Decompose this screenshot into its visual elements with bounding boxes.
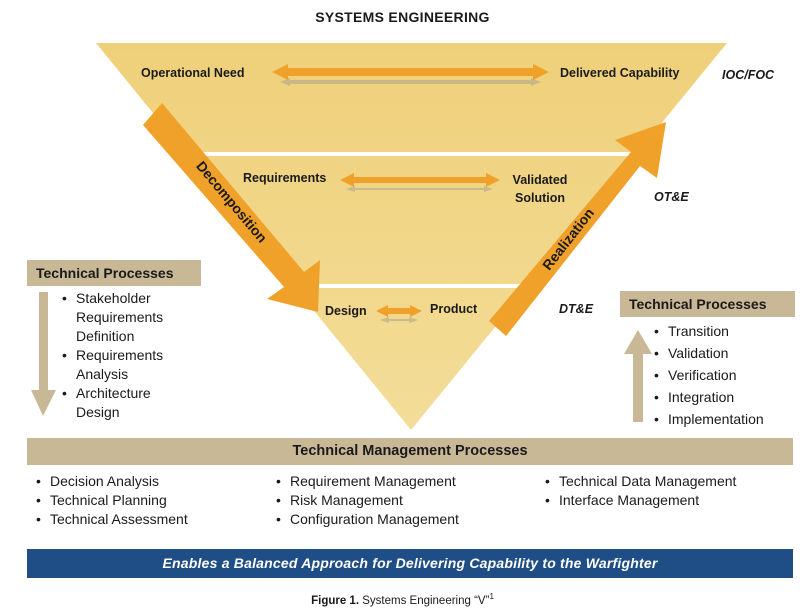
list-item: Risk Management — [276, 491, 516, 510]
right-technical-processes-list: Transition Validation Verification Integ… — [654, 320, 794, 430]
dte-label: DT&E — [559, 302, 594, 316]
figure-caption: Figure 1. Systems Engineering “V”1 — [0, 592, 805, 607]
ote-label: OT&E — [654, 190, 689, 204]
list-item: Stakeholder Requirements Definition — [62, 289, 192, 346]
list-item: Configuration Management — [276, 510, 516, 529]
ioc-foc-label: IOC/FOC — [722, 68, 775, 82]
double-arrow-level-1 — [272, 64, 549, 86]
list-item: Requirements Analysis — [62, 346, 192, 384]
requirements-label: Requirements — [243, 171, 327, 185]
list-item: Technical Planning — [36, 491, 256, 510]
left-technical-processes-list: Stakeholder Requirements Definition Requ… — [62, 289, 192, 422]
management-column-2: Requirement Management Risk Management C… — [276, 472, 516, 529]
list-item: Requirement Management — [276, 472, 516, 491]
list-item: Transition — [654, 320, 794, 342]
list-item: Integration — [654, 386, 794, 408]
list-item: Interface Management — [545, 491, 785, 510]
figure-label: Figure 1. — [311, 594, 360, 607]
figure-footnote-marker: 1 — [489, 592, 494, 601]
decomposition-arrow — [143, 103, 320, 312]
list-item: Validation — [654, 342, 794, 364]
product-label: Product — [430, 302, 478, 316]
diagram-title: SYSTEMS ENGINEERING — [315, 9, 490, 25]
list-item: Decision Analysis — [36, 472, 256, 491]
balanced-approach-banner: Enables a Balanced Approach for Deliveri… — [27, 549, 793, 578]
management-column-3: Technical Data Management Interface Mana… — [545, 472, 785, 510]
v-triangle — [96, 43, 727, 430]
list-item: Technical Assessment — [36, 510, 256, 529]
down-process-arrow — [31, 292, 56, 416]
list-item: Technical Data Management — [545, 472, 785, 491]
right-technical-processes-heading: Technical Processes — [620, 291, 795, 317]
technical-management-heading: Technical Management Processes — [27, 438, 793, 465]
double-arrow-level-3 — [376, 305, 422, 323]
design-label: Design — [325, 304, 367, 318]
list-item: Architecture Design — [62, 384, 192, 422]
double-arrow-level-2 — [340, 173, 500, 192]
operational-need-label: Operational Need — [141, 66, 245, 80]
list-item: Implementation — [654, 408, 794, 430]
realization-arrow — [489, 122, 666, 336]
list-item: Verification — [654, 364, 794, 386]
figure-caption-text: Systems Engineering “V” — [362, 594, 490, 607]
systems-engineering-v-diagram: Decomposition Realization — [31, 43, 727, 430]
validated-solution-label: Validated Solution — [512, 173, 568, 205]
left-technical-processes-heading: Technical Processes — [27, 260, 201, 286]
delivered-capability-label: Delivered Capability — [560, 66, 680, 80]
up-process-arrow — [624, 330, 652, 422]
management-column-1: Decision Analysis Technical Planning Tec… — [36, 472, 256, 529]
